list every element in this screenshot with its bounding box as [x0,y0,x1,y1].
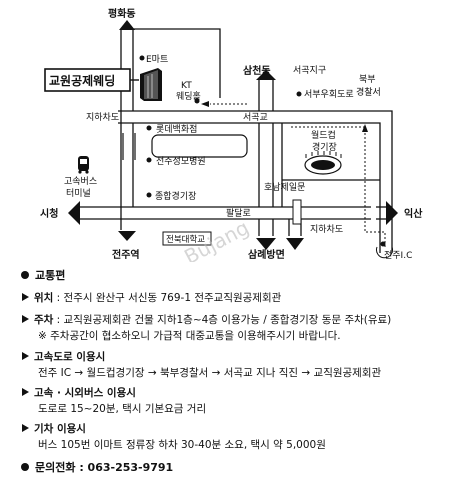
label-bus-terminal-1: 고속버스 [64,176,97,187]
triangle-bullet-icon [22,293,29,301]
highway-row: 고속도로 이용시 [0,350,105,365]
label-samrye: 삼례방면 [248,248,285,261]
arrow-down-icon [256,238,276,250]
triangle-bullet-icon [22,315,29,323]
parking-label: 주차 [34,314,54,326]
venue-building-icon [140,68,162,101]
label-bus-terminal-2: 터미널 [66,188,91,199]
stadium-icon [304,151,342,175]
info-title-row: 교통편 [0,268,65,284]
parking-text: : 교직원공제회관 건물 지하1층~4층 이용가능 / 종합경기장 동문 주차(… [53,314,392,326]
label-st-mary: 전주성모병원 [156,156,206,167]
label-seogok-bridge: 서곡교 [243,112,268,123]
triangle-bullet-icon [22,388,29,396]
location-label: 위치 [34,292,54,304]
train-row: 기차 이용시 [0,422,86,437]
label-seogok-district: 서곡지구 [293,65,326,76]
label-northwest-police-2: 경찰서 [356,86,381,98]
label-iksan: 익산 [404,207,423,220]
label-worldcup-2: 경기장 [312,141,337,153]
bus-label: 고속 · 시외버스 이용시 [34,387,136,399]
route-arrows [201,101,368,132]
label-venue: 교원공제웨딩 [49,73,115,88]
label-worldcup-1: 월드컵 [311,129,336,141]
label-sports-complex: 종합경기장 [155,190,196,202]
arrow-down-icon [118,231,136,241]
label-kt: KT [181,81,192,91]
contact-text: : 063-253-9791 [75,461,174,474]
bus-text: 도로로 15~20분, 택시 기본요금 거리 [38,403,207,415]
parking-note: ※ 주차공간이 협소하오니 가급적 대중교통을 이용해주시기 바랍니다. [38,330,341,342]
parking-row: 주차 : 교직원공제회관 건물 지하1층~4층 이용가능 / 종합경기장 동문 … [0,313,391,328]
label-jeonju-ic: 전주I.C [384,250,412,261]
contact-label: 문의전화 [35,461,76,474]
label-underpass-left: 지하차도 [86,111,119,123]
highway-text: 전주 IC → 월드컵경기장 → 북부경찰서 → 서곡교 지나 직진 → 교직원… [38,367,382,379]
triangle-bullet-icon [22,352,29,360]
triangle-bullet-icon [22,424,29,432]
label-emart: E마트 [146,54,168,65]
train-label: 기차 이용시 [34,423,86,435]
label-underpass-right: 지하차도 [310,223,343,235]
location-row: 위치 : 전주시 완산구 서신동 769-1 전주교직원공제회관 [0,291,281,306]
route-path [210,103,386,247]
gate-icon [292,199,302,225]
label-northwest-police-1: 북부 [359,74,376,85]
univ-box [162,231,212,246]
arrow-left-icon [68,201,80,225]
location-text: : 전주시 완산구 서신동 769-1 전주교직원공제회관 [53,292,282,304]
arrow-icons [68,20,398,250]
bus-row: 고속 · 시외버스 이용시 [0,386,136,401]
info-section: 교통편 위치 : 전주시 완산구 서신동 769-1 전주교직원공제회관 주차 … [0,262,450,483]
location-map: 평화동 E마트 KT 웨딩홀 교원공제웨딩 지하차도 삼천동 서곡지구 북부 경… [40,7,423,262]
label-samcheon: 삼천동 [243,64,271,77]
arrow-right-icon [386,201,398,225]
label-seobu-bypass: 서부우회도로 [304,89,354,100]
bullet-icon [21,271,29,279]
label-wedding-hall: 웨딩홀 [176,90,201,102]
kt-marker-dot [194,98,200,104]
label-jeonbuk-univ: 전북대학교 [166,234,205,245]
arrow-up-icon [256,70,276,80]
label-paldalro: 팔달로 [226,207,251,219]
ic-loop [376,246,393,259]
train-text: 버스 105번 이마트 정류장 하차 30-40분 소요, 택시 약 5,000… [38,439,326,451]
label-lotte: 롯데백화점 [156,123,197,135]
label-pyeonghwa: 평화동 [108,7,136,20]
lotte-block [151,134,248,158]
label-jeonju-station: 전주역 [112,248,140,261]
emart-marker-dot [139,55,145,61]
bullet-icon [21,463,29,471]
arrow-down-icon [286,238,304,250]
label-siccheong: 시청 [40,207,58,220]
arrow-up-icon [119,20,135,30]
label-honam-gate: 호남제일문 [264,182,305,193]
info-title: 교통편 [35,269,66,282]
bus-icon [78,156,89,174]
highway-label: 고속도로 이용시 [34,351,106,363]
contact-row: 문의전화 : 063-253-9791 [0,460,173,476]
